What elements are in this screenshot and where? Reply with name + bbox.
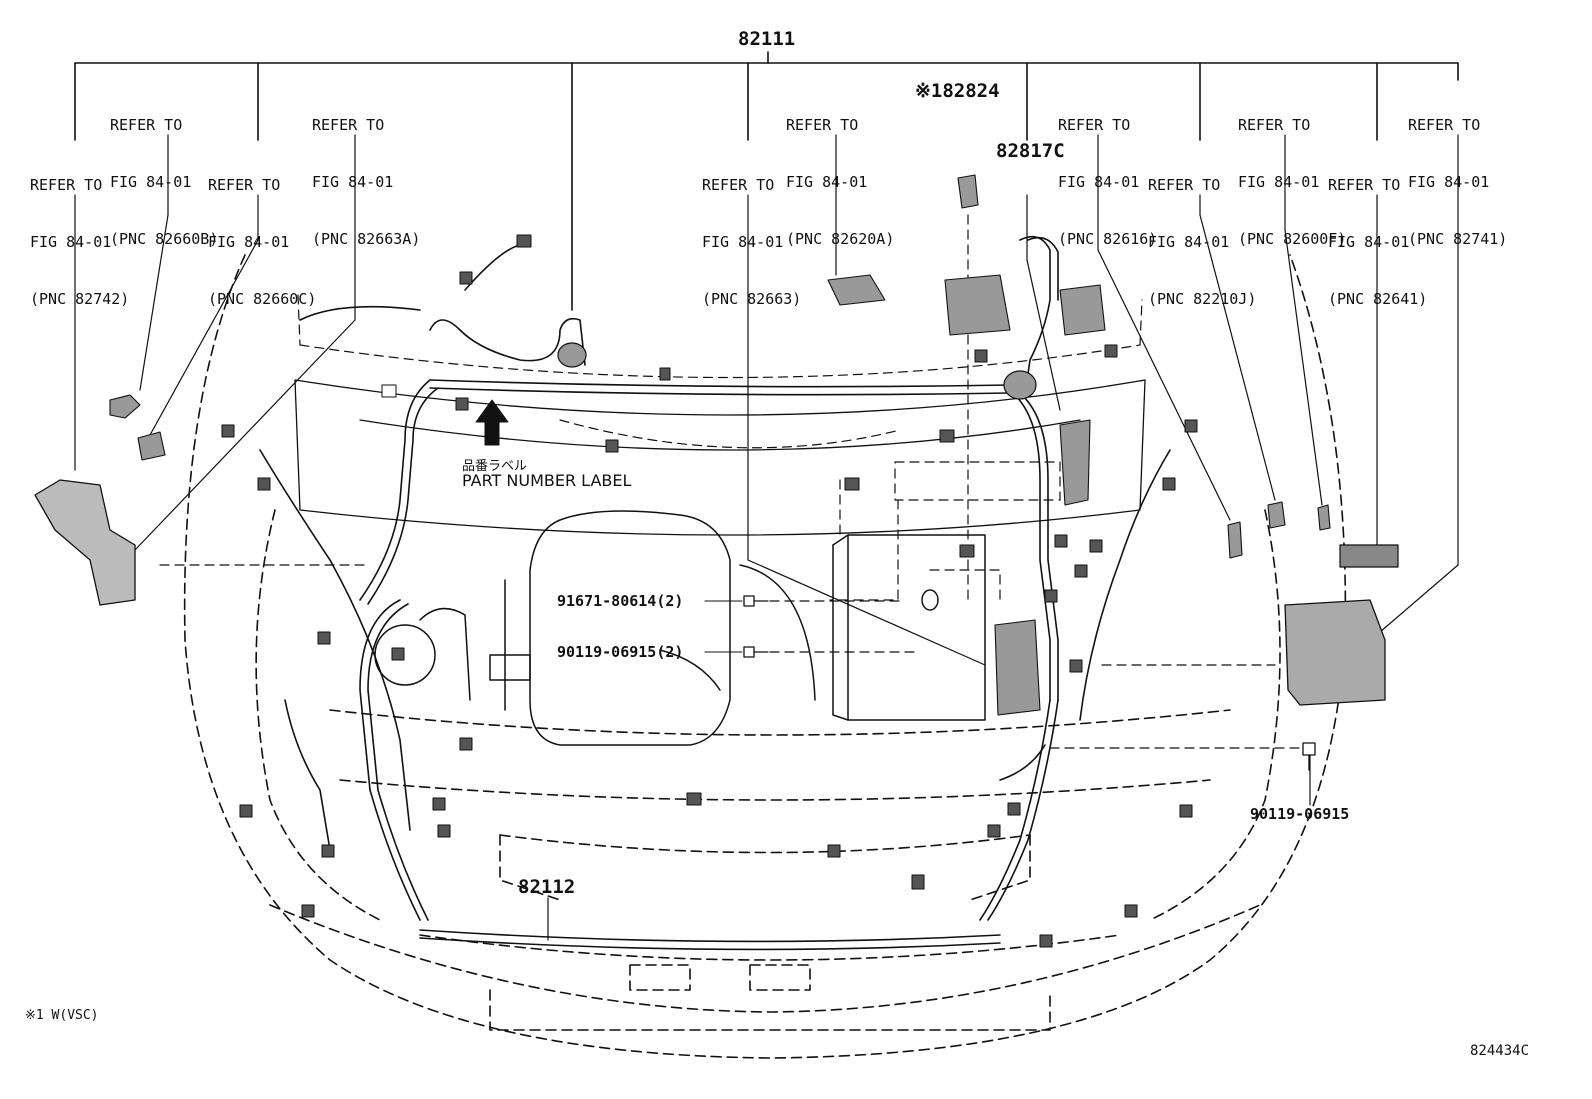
vehicle-body-outline <box>183 254 1347 1059</box>
refer-line-3: (PNC 82660B) <box>110 230 219 248</box>
refer-line-1: REFER TO <box>1238 116 1311 134</box>
refer-label-82663a: REFER TO FIG 84-01 (PNC 82663A) <box>312 78 420 287</box>
small-connectors <box>109 174 1331 716</box>
figure-code: 824434C <box>1470 1043 1530 1059</box>
refer-label-82742: REFER TO FIG 84-01 (PNC 82742) <box>30 138 129 347</box>
refer-label-82620a: REFER TO FIG 84-01 (PNC 82620A) <box>786 78 894 287</box>
refer-label-82600f: REFER TO FIG 84-01 (PNC 82600F) <box>1238 78 1346 287</box>
refer-label-82616: REFER TO FIG 84-01 (PNC 82616) <box>1058 78 1157 287</box>
wire-harness-main <box>259 235 1171 951</box>
part-number-182824: ※182824 <box>915 80 1000 102</box>
battery-box <box>832 534 986 721</box>
refer-line-2: FIG 84-01 <box>786 173 868 191</box>
bolt-icons <box>743 595 1316 771</box>
refer-line-2: FIG 84-01 <box>312 173 394 191</box>
dashed-reference-lines <box>159 214 1301 749</box>
refer-line-3: (PNC 82741) <box>1408 230 1508 248</box>
refer-line-3: (PNC 82663) <box>702 290 802 308</box>
refer-line-1: REFER TO <box>702 176 775 194</box>
refer-label-82210j: REFER TO FIG 84-01 (PNC 82210J) <box>1148 138 1256 347</box>
relay-bar-component <box>1339 544 1399 568</box>
refer-line-2: FIG 84-01 <box>1408 173 1490 191</box>
grommet <box>557 342 1037 400</box>
refer-line-2: FIG 84-01 <box>1238 173 1320 191</box>
refer-line-3: (PNC 82641) <box>1328 290 1428 308</box>
refer-line-3: (PNC 82600F) <box>1238 230 1347 248</box>
part-number-label-jp: 品番ラベル <box>462 459 528 474</box>
refer-line-1: REFER TO <box>1058 116 1131 134</box>
refer-line-3: (PNC 82210J) <box>1148 290 1257 308</box>
refer-label-82741: REFER TO FIG 84-01 (PNC 82741) <box>1408 78 1507 287</box>
refer-line-1: REFER TO <box>110 116 183 134</box>
engine-block <box>374 510 816 746</box>
refer-label-82641: REFER TO FIG 84-01 (PNC 82641) <box>1328 138 1427 347</box>
refer-line-3: (PNC 82616) <box>1058 230 1158 248</box>
refer-line-1: REFER TO <box>312 116 385 134</box>
refer-label-82663: REFER TO FIG 84-01 (PNC 82663) <box>702 138 801 347</box>
fuse-box-component <box>1284 599 1386 706</box>
connectors <box>221 234 1198 948</box>
bolt-leaders <box>704 600 743 653</box>
refer-line-2: FIG 84-01 <box>1058 173 1140 191</box>
refer-line-2: FIG 84-01 <box>702 233 784 251</box>
refer-line-2: FIG 84-01 <box>110 173 192 191</box>
refer-line-3: (PNC 82620A) <box>786 230 895 248</box>
refer-line-1: REFER TO <box>208 176 281 194</box>
bolt-label-91671-80614: 91671-80614(2) <box>557 592 684 610</box>
refer-line-1: REFER TO <box>30 176 103 194</box>
refer-line-1: REFER TO <box>786 116 859 134</box>
part-number-82817c: 82817C <box>996 140 1065 162</box>
refer-line-3: (PNC 82663A) <box>312 230 421 248</box>
refer-line-2: FIG 84-01 <box>208 233 290 251</box>
bolt-label-90119-06915: 90119-06915 <box>1250 805 1350 823</box>
part-number-label-en: PART NUMBER LABEL <box>462 471 632 490</box>
refer-line-3: (PNC 82660C) <box>208 290 317 308</box>
refer-line-1: REFER TO <box>1408 116 1481 134</box>
leader-bracket-82111 <box>74 51 1459 311</box>
refer-line-1: REFER TO <box>1148 176 1221 194</box>
refer-line-2: FIG 84-01 <box>1148 233 1230 251</box>
refer-line-2: FIG 84-01 <box>30 233 112 251</box>
part-number-label-arrow <box>475 399 509 446</box>
part-number-82112: 82112 <box>518 876 576 898</box>
footnote: ※1 W(VSC) <box>25 1008 99 1023</box>
connector-82742-component <box>34 479 136 606</box>
part-number-82111: 82111 <box>738 28 796 50</box>
refer-line-2: FIG 84-01 <box>1328 233 1410 251</box>
refer-label-82660b: REFER TO FIG 84-01 (PNC 82660B) <box>110 78 218 287</box>
bolt-label-90119-06915-pair: 90119-06915(2) <box>557 643 684 661</box>
refer-line-3: (PNC 82742) <box>30 290 130 308</box>
refer-line-1: REFER TO <box>1328 176 1401 194</box>
refer-label-82660c: REFER TO FIG 84-01 (PNC 82660C) <box>208 138 316 347</box>
